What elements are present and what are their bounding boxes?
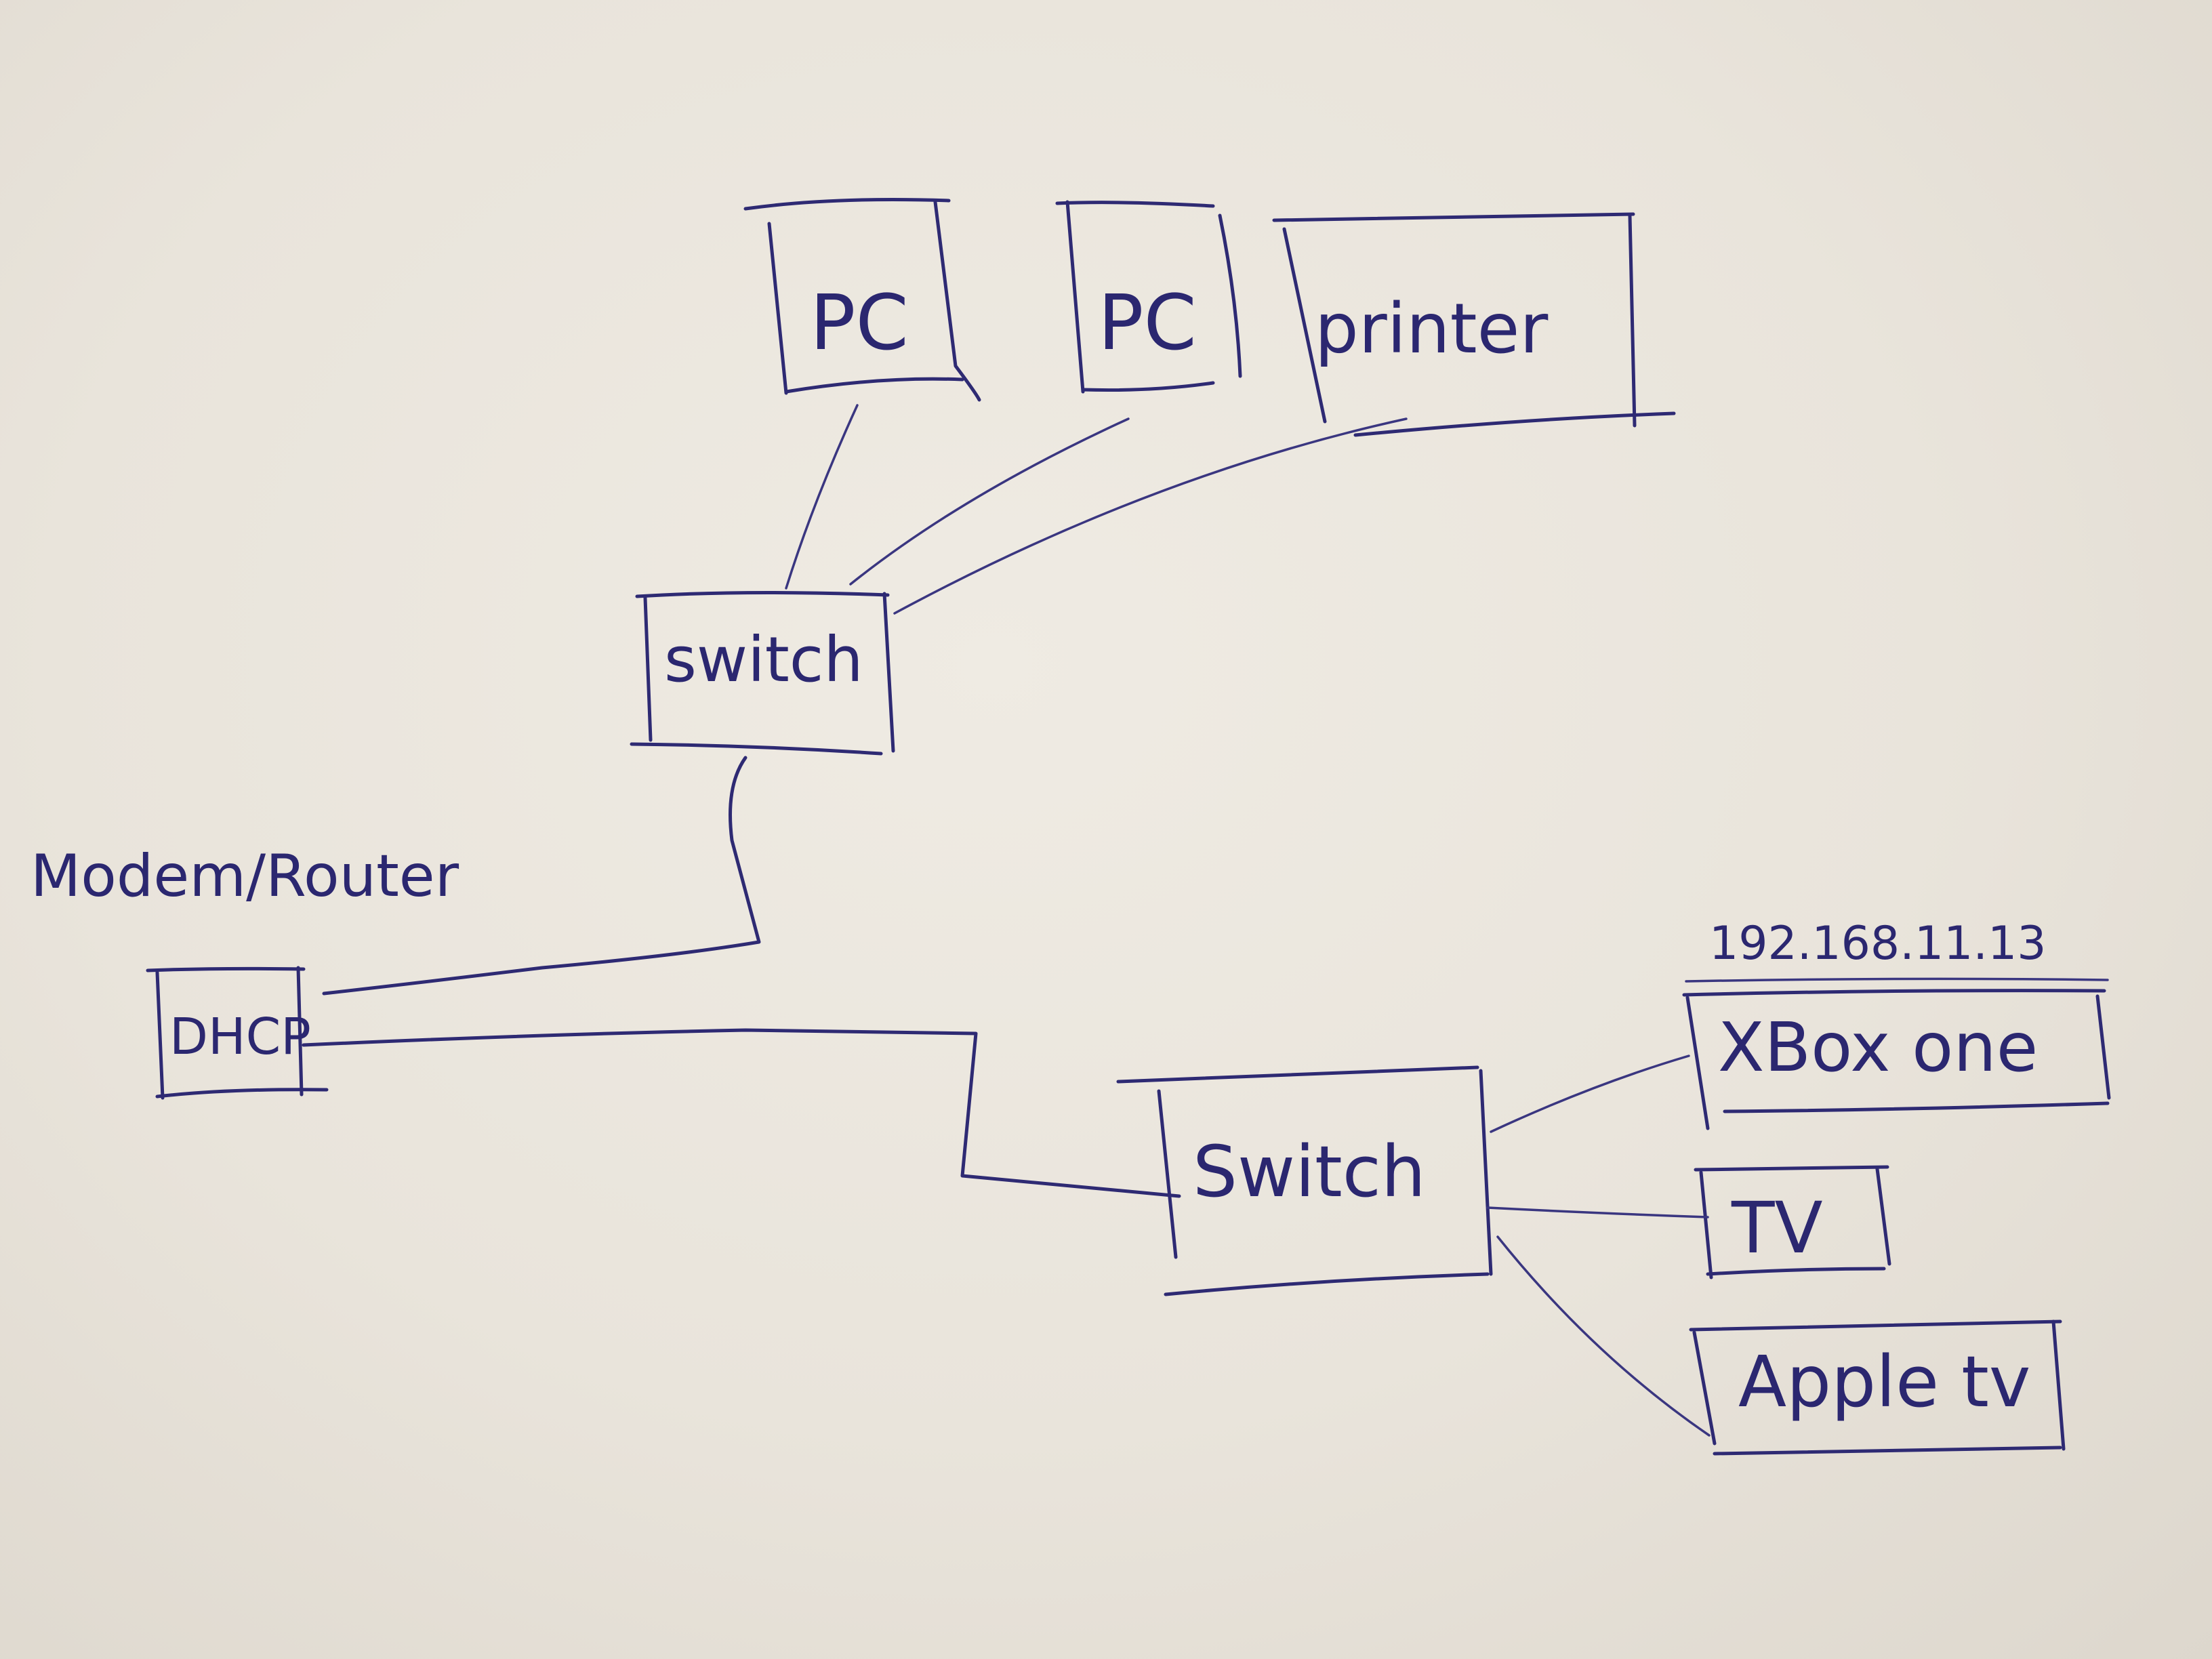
tv-box: TV [1694, 1165, 1891, 1279]
link-pc1-switch-top [785, 404, 859, 590]
link-printer-switch-top [893, 417, 1408, 615]
pc1-box: PC [743, 198, 981, 402]
link-switch-top-dhcp [322, 756, 761, 996]
printer-label: printer [1315, 289, 1548, 369]
printer-box: printer [1272, 212, 1676, 437]
apple-tv-label: Apple tv [1738, 1340, 2030, 1423]
tv-label: TV [1731, 1187, 1823, 1269]
apple-tv-box: Apple tv [1689, 1319, 2066, 1456]
switch-bottom-label: Switch [1193, 1130, 1426, 1213]
link-dhcp-switch-bottom [302, 1028, 1181, 1198]
switch-top-label: switch [664, 623, 863, 696]
link-pc2-switch-top [849, 417, 1130, 586]
ip-address-label: 192.168.11.13 [1709, 917, 2046, 970]
switch-bottom-box: Switch [1116, 1065, 1493, 1296]
link-switch-xbox [1490, 1054, 1690, 1133]
pc2-box: PC [1055, 200, 1242, 394]
xbox-box: XBox one [1682, 989, 2111, 1130]
link-switch-apple-tv [1496, 1235, 1711, 1437]
pc1-label: PC [810, 279, 909, 367]
pc2-label: PC [1098, 279, 1197, 367]
ip-underline [1685, 977, 2109, 983]
link-switch-tv [1486, 1206, 1709, 1218]
switch-top-box: switch [630, 590, 895, 756]
router-caption: Modem/Router [30, 842, 459, 910]
dhcp-box: DHCP [146, 966, 329, 1100]
dhcp-label: DHCP [169, 1008, 311, 1066]
xbox-label: XBox one [1718, 1008, 2038, 1087]
